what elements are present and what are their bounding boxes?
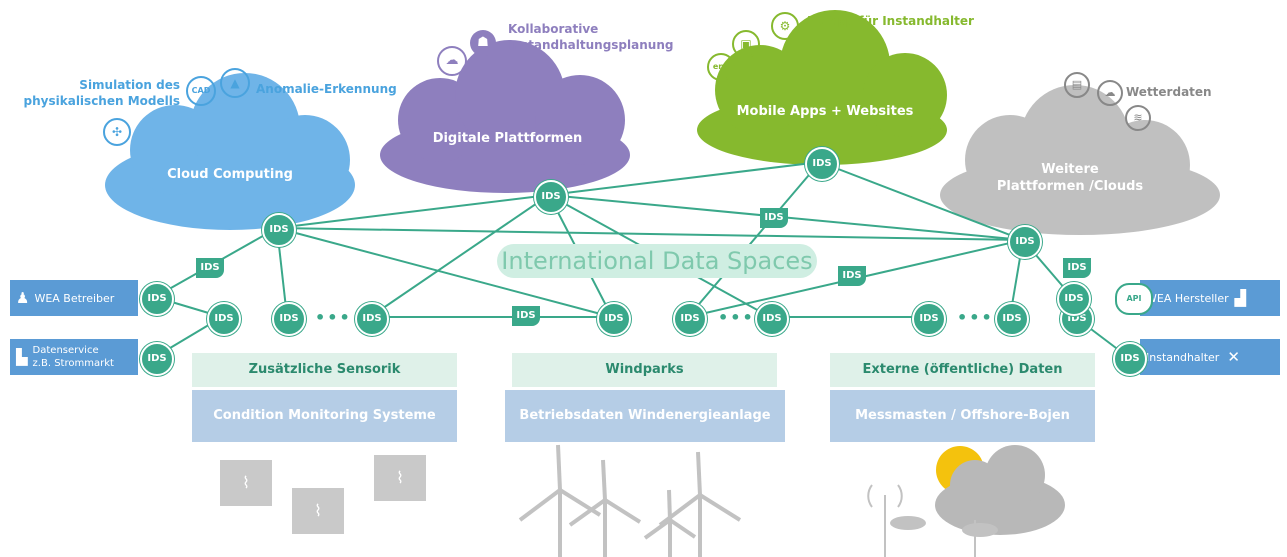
weitere-label-2: Plattformen /Clouds bbox=[996, 179, 1144, 194]
datenservice-label-2: z.B. Strommarkt bbox=[32, 358, 114, 369]
ids-node: IDS bbox=[805, 147, 839, 181]
ids-node: IDS bbox=[355, 302, 389, 336]
ids-node: IDS bbox=[207, 302, 241, 336]
ellipsis-dots: ••• bbox=[315, 308, 352, 327]
ids-connection-line bbox=[548, 161, 821, 196]
api-cloud-icon: API bbox=[1115, 283, 1153, 315]
anomalie-label: Anomalie-Erkennung bbox=[256, 82, 397, 96]
wea-hersteller-label: WEA Hersteller bbox=[1146, 291, 1229, 305]
ids-connection-line bbox=[687, 161, 821, 318]
section-messmasten: Messmasten / Offshore-Bojen bbox=[830, 390, 1095, 442]
person-icon: ♟ bbox=[16, 289, 30, 307]
section-windparks: Windparks bbox=[512, 353, 777, 387]
factory-icon: ▟ bbox=[1234, 289, 1247, 307]
chip-icon: ⌇ bbox=[374, 455, 426, 501]
weather-cloud-icon bbox=[935, 445, 1065, 535]
ids-connection-line bbox=[276, 227, 1024, 241]
ids-connection-line bbox=[819, 161, 1024, 241]
simulation-label-1: Simulation des bbox=[79, 78, 180, 92]
ar-app-label: AR App für Instandhalter bbox=[805, 14, 974, 28]
digitale-plattformen-label: Digitale Plattformen bbox=[432, 131, 583, 146]
section-externe-daten: Externe (öffentliche) Daten bbox=[830, 353, 1095, 387]
instandhalter-label: Instandhalter bbox=[1146, 350, 1220, 364]
chip-icon: ⌇ bbox=[220, 460, 272, 506]
ids-connector-flag: IDS bbox=[760, 208, 788, 228]
weather-station-icon: ▤ bbox=[1064, 72, 1090, 98]
cloud-mobile-apps bbox=[697, 10, 947, 165]
ids-connection-line bbox=[276, 227, 613, 318]
ids-node: IDS bbox=[1113, 342, 1147, 376]
cloud-digitale-plattformen bbox=[380, 40, 630, 193]
ids-node: IDS bbox=[1057, 282, 1091, 316]
tablet-icon: ▣ bbox=[732, 30, 760, 58]
wind-turbines-icon bbox=[518, 444, 742, 557]
international-data-spaces-banner: International Data Spaces bbox=[497, 244, 817, 278]
ar-glasses-icon: ⚙ bbox=[771, 12, 799, 40]
cloud-weitere-plattformen bbox=[940, 85, 1220, 235]
cloud-computing-label: Cloud Computing bbox=[167, 167, 293, 182]
ids-node: IDS bbox=[140, 282, 174, 316]
ids-connection-line bbox=[369, 194, 550, 318]
weather-cloud-service-icon: ☁ bbox=[1097, 80, 1123, 106]
kollab-label-1: Kollaborative bbox=[508, 22, 599, 36]
wind-icon: ≋ bbox=[1125, 105, 1151, 131]
env-icon: env bbox=[707, 53, 735, 81]
ids-node: IDS bbox=[597, 302, 631, 336]
kollab-label-2: Instandhaltungsplanung bbox=[508, 38, 674, 52]
tools-icon: ✕ bbox=[1227, 348, 1240, 366]
network-icon: ✣ bbox=[103, 118, 131, 146]
ids-node: IDS bbox=[755, 302, 789, 336]
datenservice-label-1: Datenservice bbox=[32, 345, 99, 356]
ids-connector-flag: IDS bbox=[838, 266, 866, 286]
ids-node: IDS bbox=[534, 180, 568, 214]
wea-hersteller-box: WEA Hersteller ▟ bbox=[1140, 280, 1280, 316]
ids-connection-line bbox=[276, 194, 550, 229]
ids-node: IDS bbox=[1008, 225, 1042, 259]
cad-icon: CAD bbox=[186, 76, 216, 106]
section-zusaetzliche-sensorik: Zusätzliche Sensorik bbox=[192, 353, 457, 387]
ellipsis-dots: ••• bbox=[957, 308, 994, 327]
ids-node: IDS bbox=[673, 302, 707, 336]
mobile-apps-label: Mobile Apps + Websites bbox=[736, 104, 914, 119]
wetter-label: Wetterdaten bbox=[1126, 85, 1212, 99]
ellipsis-dots: ••• bbox=[718, 308, 755, 327]
ids-connector-flag: IDS bbox=[196, 258, 224, 278]
ids-connector-flag: IDS bbox=[512, 306, 540, 326]
ids-connector-flag: IDS bbox=[1063, 258, 1091, 278]
section-betriebsdaten: Betriebsdaten Windenergieanlage bbox=[505, 390, 785, 442]
industry-icon: ▙ bbox=[16, 348, 28, 366]
ids-node: IDS bbox=[912, 302, 946, 336]
wea-betreiber-label: WEA Betreiber bbox=[34, 291, 115, 305]
weitere-label-1: Weitere bbox=[1041, 162, 1099, 177]
wea-betreiber-box: ♟ WEA Betreiber bbox=[10, 280, 138, 316]
cloud-cloud-computing bbox=[105, 73, 355, 230]
datenservice-box: ▙ Datenservice z.B. Strommarkt bbox=[10, 339, 138, 375]
ids-node: IDS bbox=[140, 342, 174, 376]
team-icon: ☗ bbox=[470, 30, 496, 56]
section-condition-monitoring: Condition Monitoring Systeme bbox=[192, 390, 457, 442]
instandhalter-box: Instandhalter ✕ bbox=[1140, 339, 1280, 375]
chip-icon: ⌇ bbox=[292, 488, 344, 534]
cloud-service-icon: ☁ bbox=[437, 46, 467, 76]
ids-node: IDS bbox=[262, 213, 296, 247]
anomaly-chart-icon: ▲ bbox=[220, 68, 250, 98]
measurement-mast-icon bbox=[867, 484, 998, 557]
ids-node: IDS bbox=[272, 302, 306, 336]
ids-node: IDS bbox=[995, 302, 1029, 336]
simulation-label-2: physikalischen Modells bbox=[23, 94, 180, 108]
